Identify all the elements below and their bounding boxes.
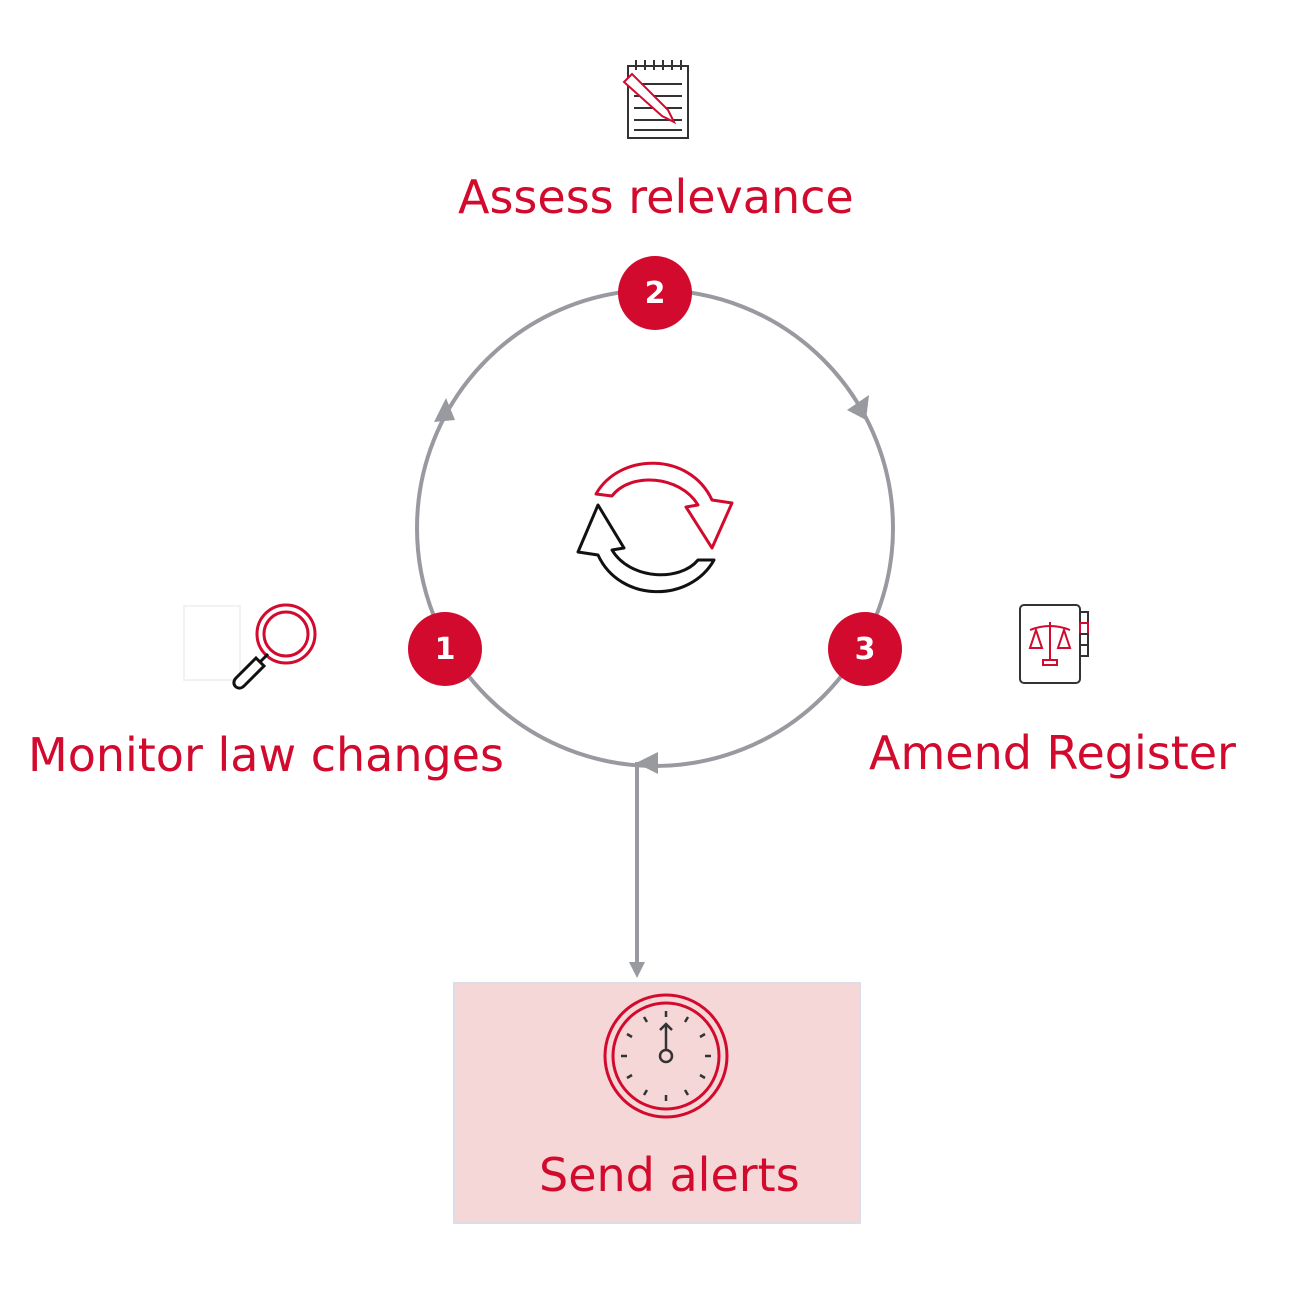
step-1-badge: 1 — [408, 612, 482, 686]
notepad-pencil-icon — [622, 60, 689, 139]
ring-arrow-1-to-2 — [434, 398, 455, 422]
refresh-cycle-icon — [576, 461, 734, 594]
step-2-badge: 2 — [618, 256, 692, 330]
ring-arrow-2-to-3 — [847, 395, 869, 420]
step-3-label: Amend Register — [869, 726, 1236, 780]
cycle-ring — [415, 288, 895, 768]
send-alerts-box: Send alerts — [453, 982, 861, 1224]
ring-arrow-3-to-1 — [636, 752, 658, 774]
alert-connector-arrow — [629, 962, 645, 978]
stopwatch-icon — [603, 993, 729, 1119]
step-2-label: Assess relevance — [458, 170, 854, 224]
step-1-label: Monitor law changes — [28, 728, 504, 782]
send-alerts-label: Send alerts — [539, 1148, 800, 1202]
magnifier-icon — [183, 603, 317, 690]
step-3-badge: 3 — [828, 612, 902, 686]
law-book-scales-icon — [1019, 604, 1089, 684]
